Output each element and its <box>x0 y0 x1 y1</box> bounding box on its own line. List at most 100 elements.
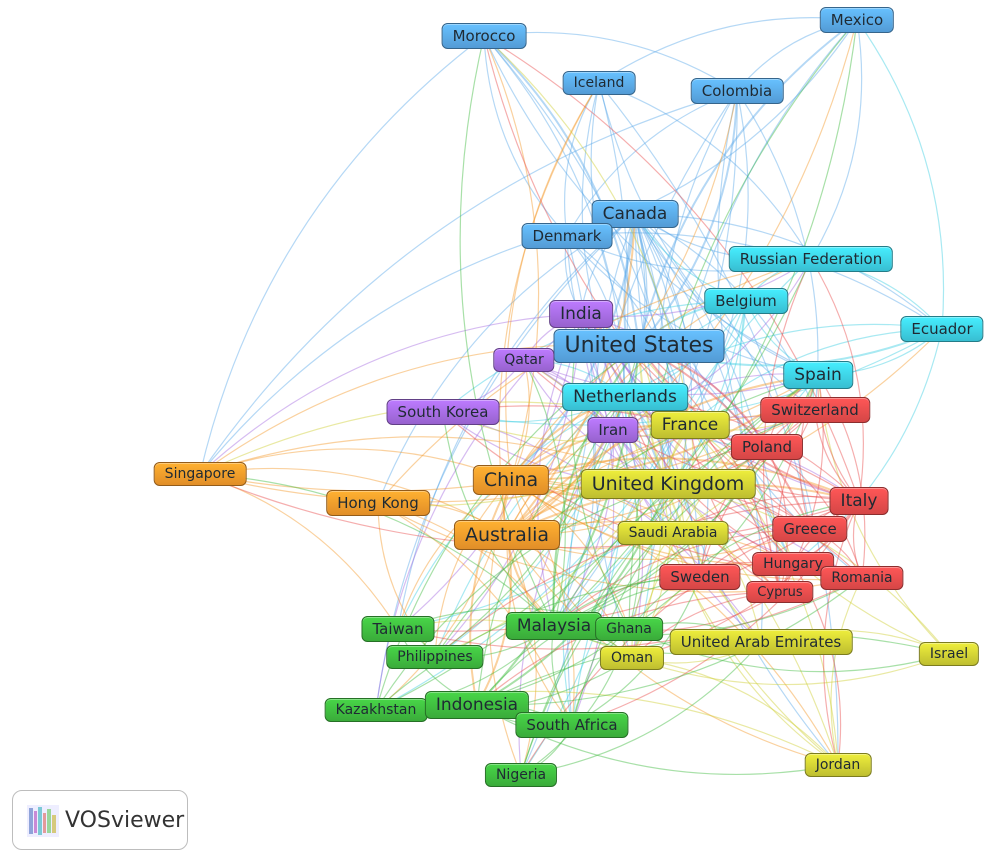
node-israel[interactable]: Israel <box>918 642 980 666</box>
link-romania-taiwan <box>397 577 863 650</box>
node-cyprus[interactable]: Cyprus <box>746 581 814 603</box>
link-india-singapore <box>199 313 582 475</box>
link-denmark-spain <box>566 235 819 376</box>
link-china-kazakhstan <box>375 479 512 711</box>
link-canada-ecuador <box>634 213 943 330</box>
node-italy[interactable]: Italy <box>829 487 889 515</box>
link-china-romania <box>510 479 863 581</box>
node-india[interactable]: India <box>549 300 613 328</box>
link-malaysia-qatar <box>523 359 566 627</box>
link-ghana-italy <box>628 500 860 630</box>
node-iceland[interactable]: Iceland <box>562 71 636 95</box>
link-china-indonesia <box>469 479 512 706</box>
link-denmark-iceland <box>564 82 600 237</box>
node-hong-kong[interactable]: Hong Kong <box>326 490 430 516</box>
node-mexico[interactable]: Mexico <box>819 7 895 33</box>
node-morocco[interactable]: Morocco <box>441 23 527 49</box>
node-south-africa[interactable]: South Africa <box>515 712 629 738</box>
link-malaysia-singapore <box>199 473 555 627</box>
node-south-korea[interactable]: South Korea <box>386 399 500 425</box>
node-denmark[interactable]: Denmark <box>521 223 613 249</box>
node-ghana[interactable]: Ghana <box>595 617 663 641</box>
link-jordan-romania <box>830 577 863 766</box>
link-india-philippines <box>434 313 582 658</box>
node-france[interactable]: France <box>650 411 730 439</box>
link-canada-united-arab-emirates <box>634 213 763 643</box>
node-jordan[interactable]: Jordan <box>804 753 872 777</box>
node-belgium[interactable]: Belgium <box>704 288 788 314</box>
node-australia[interactable]: Australia <box>453 520 561 550</box>
vosviewer-logo-icon <box>27 805 59 837</box>
link-canada-france <box>634 213 693 426</box>
node-ecuador[interactable]: Ecuador <box>900 316 984 342</box>
link-malaysia-united-states <box>552 345 640 627</box>
link-australia-jordan <box>506 534 839 766</box>
node-spain[interactable]: Spain <box>783 361 853 389</box>
node-saudi-arabia[interactable]: Saudi Arabia <box>617 521 729 545</box>
logo-label: VOSviewer <box>65 808 185 833</box>
link-iceland-russian-federation <box>598 82 812 260</box>
node-greece[interactable]: Greece <box>772 516 848 542</box>
link-colombia-united-states <box>638 90 738 347</box>
link-india-south-africa <box>571 313 615 726</box>
node-united-kingdom[interactable]: United Kingdom <box>580 469 756 499</box>
link-china-cyprus <box>510 479 781 593</box>
node-hungary[interactable]: Hungary <box>752 552 834 576</box>
link-italy-russian-federation <box>810 258 864 502</box>
link-china-italy <box>510 457 860 502</box>
link-china-jordan <box>510 479 839 766</box>
link-indonesia-united-kingdom <box>476 483 669 706</box>
node-singapore[interactable]: Singapore <box>153 462 247 486</box>
link-colombia-singapore <box>199 90 738 475</box>
node-kazakhstan[interactable]: Kazakhstan <box>324 698 428 722</box>
node-nigeria[interactable]: Nigeria <box>484 763 558 787</box>
vosviewer-logo: VOSviewer <box>12 790 188 850</box>
link-israel-oman <box>631 653 950 686</box>
link-denmark-united-kingdom <box>566 235 669 485</box>
node-united-arab-emirates[interactable]: United Arab Emirates <box>669 629 853 655</box>
link-canada-greece <box>634 213 811 530</box>
link-france-sweden <box>680 424 701 578</box>
link-oman-saudi-arabia <box>631 532 674 659</box>
link-jordan-oman <box>631 657 839 766</box>
link-france-philippines <box>434 424 691 658</box>
node-romania[interactable]: Romania <box>820 566 904 590</box>
link-china-philippines <box>434 479 512 658</box>
link-china-morocco <box>483 35 540 481</box>
link-australia-spain <box>506 374 819 536</box>
node-russian-federation[interactable]: Russian Federation <box>728 246 894 272</box>
link-hong-kong-south-africa <box>377 502 573 726</box>
node-taiwan[interactable]: Taiwan <box>361 616 435 642</box>
node-oman[interactable]: Oman <box>599 646 665 670</box>
link-canada-netherlands <box>624 213 648 398</box>
link-china-nigeria <box>488 479 522 776</box>
link-jordan-netherlands <box>624 396 839 766</box>
link-ecuador-netherlands <box>624 323 943 398</box>
link-belgium-united-kingdom <box>667 300 747 485</box>
node-iran[interactable]: Iran <box>587 417 639 443</box>
node-indonesia[interactable]: Indonesia <box>424 691 530 719</box>
link-china-south-africa <box>510 479 575 726</box>
node-sweden[interactable]: Sweden <box>659 564 741 590</box>
link-singapore-united-kingdom <box>199 436 669 485</box>
link-mexico-russian-federation <box>810 19 863 260</box>
link-iran-malaysia <box>553 429 615 627</box>
link-morocco-spain <box>483 35 819 376</box>
link-indonesia-romania <box>476 577 863 706</box>
link-iceland-switzerland <box>598 82 816 411</box>
node-china[interactable]: China <box>472 465 550 495</box>
link-morocco-singapore <box>199 35 485 475</box>
node-qatar[interactable]: Qatar <box>493 348 555 372</box>
node-netherlands[interactable]: Netherlands <box>562 383 688 411</box>
link-malaysia-mexico <box>553 19 858 627</box>
link-mexico-united-states <box>638 19 858 347</box>
link-denmark-morocco <box>483 35 568 237</box>
node-poland[interactable]: Poland <box>730 434 804 460</box>
node-philippines[interactable]: Philippines <box>386 645 484 669</box>
node-switzerland[interactable]: Switzerland <box>760 397 870 423</box>
node-malaysia[interactable]: Malaysia <box>505 612 603 640</box>
node-colombia[interactable]: Colombia <box>690 78 784 104</box>
link-china-colombia <box>510 90 738 481</box>
node-united-states[interactable]: United States <box>553 329 725 363</box>
